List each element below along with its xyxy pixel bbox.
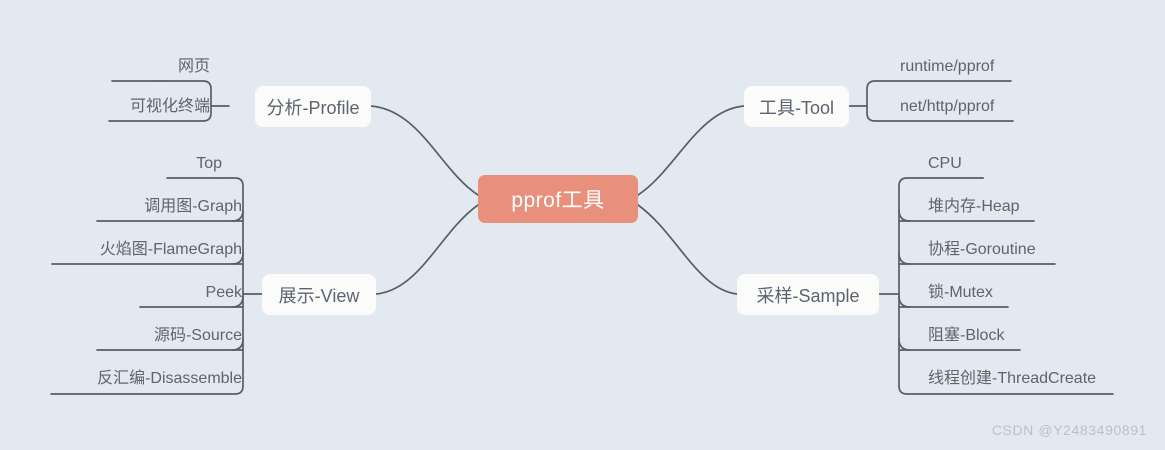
- connector-root-sample: [637, 204, 738, 295]
- branch-node-view-label: 展示-View: [278, 285, 360, 306]
- leaf-view-flamegraph[interactable]: 火焰图-FlameGraph: [99, 241, 242, 258]
- root-node[interactable]: pprof工具: [478, 175, 638, 223]
- leaf-sample-block[interactable]: 阻塞-Block: [928, 327, 1005, 344]
- leaf-sample-goroutine[interactable]: 协程-Goroutine: [928, 241, 1036, 258]
- leaf-view-graph[interactable]: 调用图-Graph: [144, 198, 242, 215]
- leaf-sample-heap[interactable]: 堆内存-Heap: [928, 198, 1020, 215]
- connector-root-tool: [637, 105, 745, 196]
- leaf-sample-mutex[interactable]: 锁-Mutex: [928, 284, 993, 301]
- branch-node-profile-label: 分析-Profile: [266, 97, 360, 118]
- leaf-view-top[interactable]: Top: [196, 155, 222, 172]
- bracket-sample-corner-1: [898, 209, 911, 222]
- leaf-sample-cpu[interactable]: CPU: [928, 155, 962, 172]
- leaf-view-disassemble[interactable]: 反汇编-Disassemble: [97, 370, 242, 387]
- branch-node-sample[interactable]: 采样-Sample: [737, 274, 879, 315]
- branch-node-sample-label: 采样-Sample: [756, 285, 860, 306]
- connector-root-profile: [370, 105, 479, 196]
- bracket-sample-corner-4: [898, 338, 911, 351]
- leaf-tool-net-http-pprof[interactable]: net/http/pprof: [900, 98, 995, 115]
- connector-root-view: [375, 204, 479, 295]
- branch-node-profile[interactable]: 分析-Profile: [255, 86, 371, 127]
- leaf-view-peek[interactable]: Peek: [205, 284, 242, 301]
- root-node-label: pprof工具: [511, 189, 605, 212]
- branch-node-view[interactable]: 展示-View: [262, 274, 376, 315]
- leaf-profile-web[interactable]: 网页: [177, 58, 210, 75]
- leaf-profile-visual-terminal[interactable]: 可视化终端: [129, 98, 210, 115]
- branch-node-tool[interactable]: 工具-Tool: [744, 86, 849, 127]
- leaf-tool-runtime-pprof[interactable]: runtime/pprof: [900, 58, 995, 75]
- branch-node-tool-label: 工具-Tool: [758, 97, 834, 118]
- leaf-sample-threadcreate[interactable]: 线程创建-ThreadCreate: [928, 370, 1097, 387]
- leaf-view-source[interactable]: 源码-Source: [153, 327, 242, 344]
- bracket-sample-corner-3: [898, 295, 911, 308]
- watermark: CSDN @Y2483490891: [991, 422, 1147, 438]
- bracket-sample-corner-2: [898, 252, 911, 265]
